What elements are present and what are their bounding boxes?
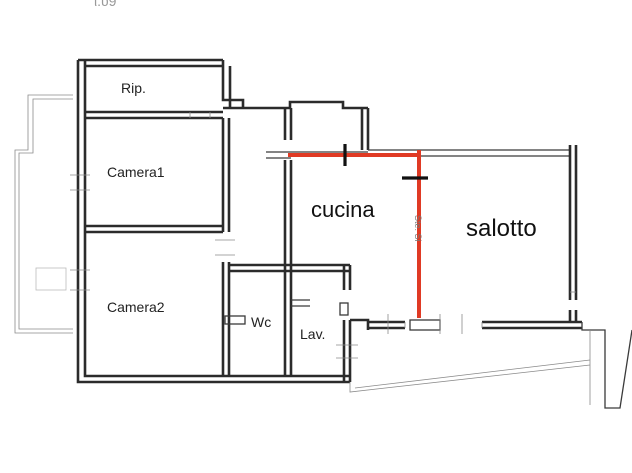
demolition-lines — [288, 150, 421, 318]
camera-walls — [70, 118, 235, 376]
cucina-walls — [266, 108, 368, 265]
left-balcony — [14, 94, 73, 334]
room-rip — [85, 110, 223, 120]
label-rip: Rip. — [121, 80, 146, 96]
label-salotto: salotto — [466, 215, 537, 242]
faint-annotation: Ste. Si — [413, 215, 423, 242]
right-terrace — [349, 322, 632, 409]
markers — [343, 144, 428, 180]
label-camera2: Camera2 — [107, 299, 165, 315]
bottom-walls — [350, 314, 582, 334]
outer-walls — [76, 58, 370, 384]
label-wc: Wc — [251, 314, 271, 330]
label-camera1: Camera1 — [107, 164, 165, 180]
service-walls — [224, 263, 358, 382]
label-lav: Lav. — [300, 326, 325, 342]
label-cucina: cucina — [311, 197, 375, 222]
cropped-top-text: ι.υ9 — [94, 0, 117, 9]
